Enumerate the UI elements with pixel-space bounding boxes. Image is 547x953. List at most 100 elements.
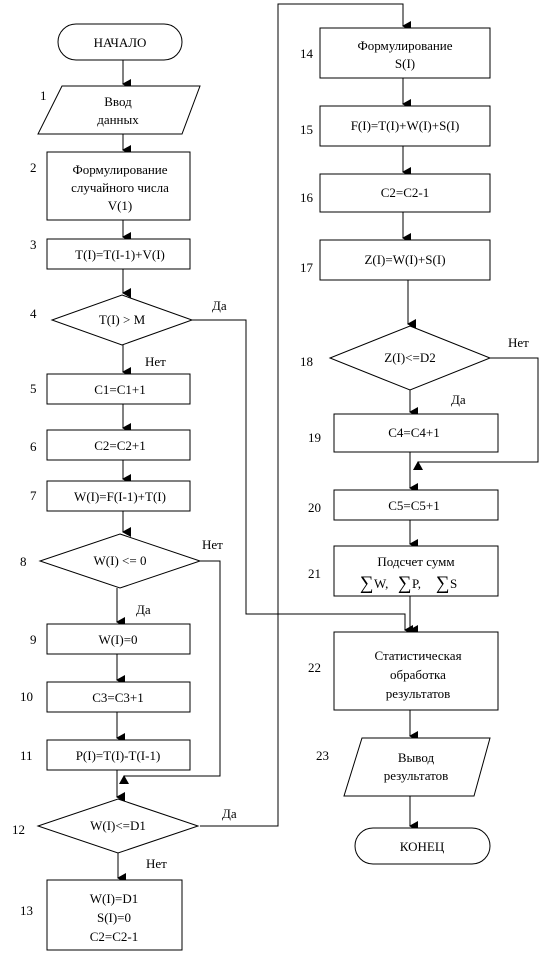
block-16-process	[319, 173, 491, 213]
block-number-18: 18	[300, 354, 313, 369]
block-number-1: 1	[40, 88, 47, 103]
block-number-10: 10	[20, 689, 33, 704]
block-6-process	[46, 429, 191, 461]
block-14-line-2: S(I)	[395, 56, 415, 71]
block-13-process	[46, 879, 183, 951]
block-number-22: 22	[308, 660, 321, 675]
block-7-process	[46, 480, 191, 512]
block-number-16: 16	[300, 190, 314, 205]
block-9-label: W(I)=0	[98, 632, 137, 647]
block-number-6: 6	[30, 439, 37, 454]
sum-w-label: W,	[374, 576, 388, 591]
block-17-label: Z(I)=W(I)+S(I)	[364, 252, 445, 267]
connector-4-yes-to-22	[192, 319, 413, 635]
block-number-20: 20	[308, 500, 321, 515]
block-19-label: C4=C4+1	[388, 425, 440, 440]
block-15-label: F(I)=T(I)+W(I)+S(I)	[351, 118, 460, 133]
block-number-11: 11	[20, 748, 33, 763]
sum-s-label: S	[450, 576, 457, 591]
block-8-yes-label: Да	[136, 602, 151, 617]
block-number-15: 15	[300, 122, 313, 137]
block-2-line-2: случайного числа	[71, 180, 169, 195]
block-22-line-1: Статистическая	[374, 648, 461, 663]
block-4-decision	[50, 294, 194, 346]
block-9-process	[46, 623, 191, 655]
block-number-17: 17	[300, 260, 314, 275]
block-4-yes-label: Да	[212, 298, 227, 313]
block-16-label: C2=C2-1	[381, 185, 430, 200]
block-number-8: 8	[20, 554, 27, 569]
block-4-no-label: Нет	[145, 354, 166, 369]
connector-8-no-merge	[119, 560, 221, 784]
block-number-4: 4	[30, 306, 37, 321]
block-1-line-2: данных	[97, 112, 139, 127]
block-23-output	[343, 737, 491, 797]
start-terminator	[57, 23, 183, 61]
connector-12-yes-to-14	[200, 3, 411, 827]
block-10-process	[46, 681, 191, 713]
block-13-line-2: S(I)=0	[97, 910, 131, 925]
block-15-process	[319, 105, 491, 147]
end-terminator	[354, 827, 491, 865]
block-2-line-3: V(1)	[108, 198, 133, 213]
block-number-9: 9	[30, 632, 37, 647]
block-8-decision	[38, 533, 202, 589]
block-number-19: 19	[308, 430, 321, 445]
block-number-14: 14	[300, 46, 314, 61]
start-label: НАЧАЛО	[94, 35, 147, 50]
block-14-line-1: Формулирование	[357, 38, 452, 53]
block-12-label: W(I)<=D1	[90, 818, 146, 833]
block-20-process	[333, 489, 499, 521]
sigma-icon-p: ∑	[398, 573, 412, 594]
block-18-no-label: Нет	[508, 335, 529, 350]
block-22-process	[333, 631, 499, 711]
block-8-label: W(I) <= 0	[94, 553, 147, 568]
sum-p-label: P,	[412, 576, 421, 591]
sigma-icon-w: ∑	[360, 573, 374, 594]
block-number-2: 2	[30, 160, 37, 175]
block-21-line-1: Подсчет сумм	[377, 554, 454, 569]
block-2-line-1: Формулирование	[72, 162, 167, 177]
block-3-process	[46, 238, 191, 270]
block-2-process	[46, 151, 191, 221]
block-8-no-label: Нет	[202, 537, 223, 552]
connector-18-no-merge	[413, 357, 539, 470]
block-number-21: 21	[308, 566, 321, 581]
block-number-23: 23	[316, 748, 329, 763]
block-1-line-1: Ввод	[104, 94, 132, 109]
block-18-label: Z(I)<=D2	[384, 350, 435, 365]
block-19-process	[333, 413, 499, 453]
block-3-label: T(I)=T(I-1)+V(I)	[75, 247, 165, 262]
block-23-line-1: Вывод	[398, 750, 435, 765]
block-12-yes-label: Да	[222, 806, 237, 821]
block-number-7: 7	[30, 488, 37, 503]
block-5-label: C1=C1+1	[94, 382, 146, 397]
block-23-line-2: результатов	[384, 768, 449, 783]
block-22-line-3: результатов	[386, 686, 451, 701]
block-21-process	[333, 545, 499, 597]
block-10-label: C3=C3+1	[92, 690, 144, 705]
block-13-line-1: W(I)=D1	[90, 891, 138, 906]
end-label: КОНЕЦ	[400, 839, 445, 854]
block-1-input	[37, 85, 201, 135]
block-6-label: C2=C2+1	[94, 438, 146, 453]
block-12-no-label: Нет	[146, 856, 167, 871]
block-4-label: T(I) > M	[99, 312, 146, 327]
block-number-13: 13	[20, 903, 33, 918]
block-number-3: 3	[30, 237, 37, 252]
block-22-line-2: обработка	[390, 667, 446, 682]
block-14-process	[319, 27, 491, 79]
block-5-process	[46, 373, 191, 405]
sums-formula: ∑ W, ∑ P, ∑ S	[360, 573, 457, 594]
block-18-yes-label: Да	[451, 392, 466, 407]
block-20-label: C5=C5+1	[388, 498, 440, 513]
block-11-label: P(I)=T(I)-T(I-1)	[76, 748, 161, 763]
block-number-5: 5	[30, 381, 37, 396]
block-11-process	[46, 739, 191, 771]
block-13-line-3: C2=C2-1	[90, 929, 139, 944]
block-17-process	[319, 239, 491, 281]
block-number-12: 12	[12, 822, 25, 837]
block-7-label: W(I)=F(I-1)+T(I)	[74, 489, 166, 504]
sigma-icon-s: ∑	[436, 573, 450, 594]
